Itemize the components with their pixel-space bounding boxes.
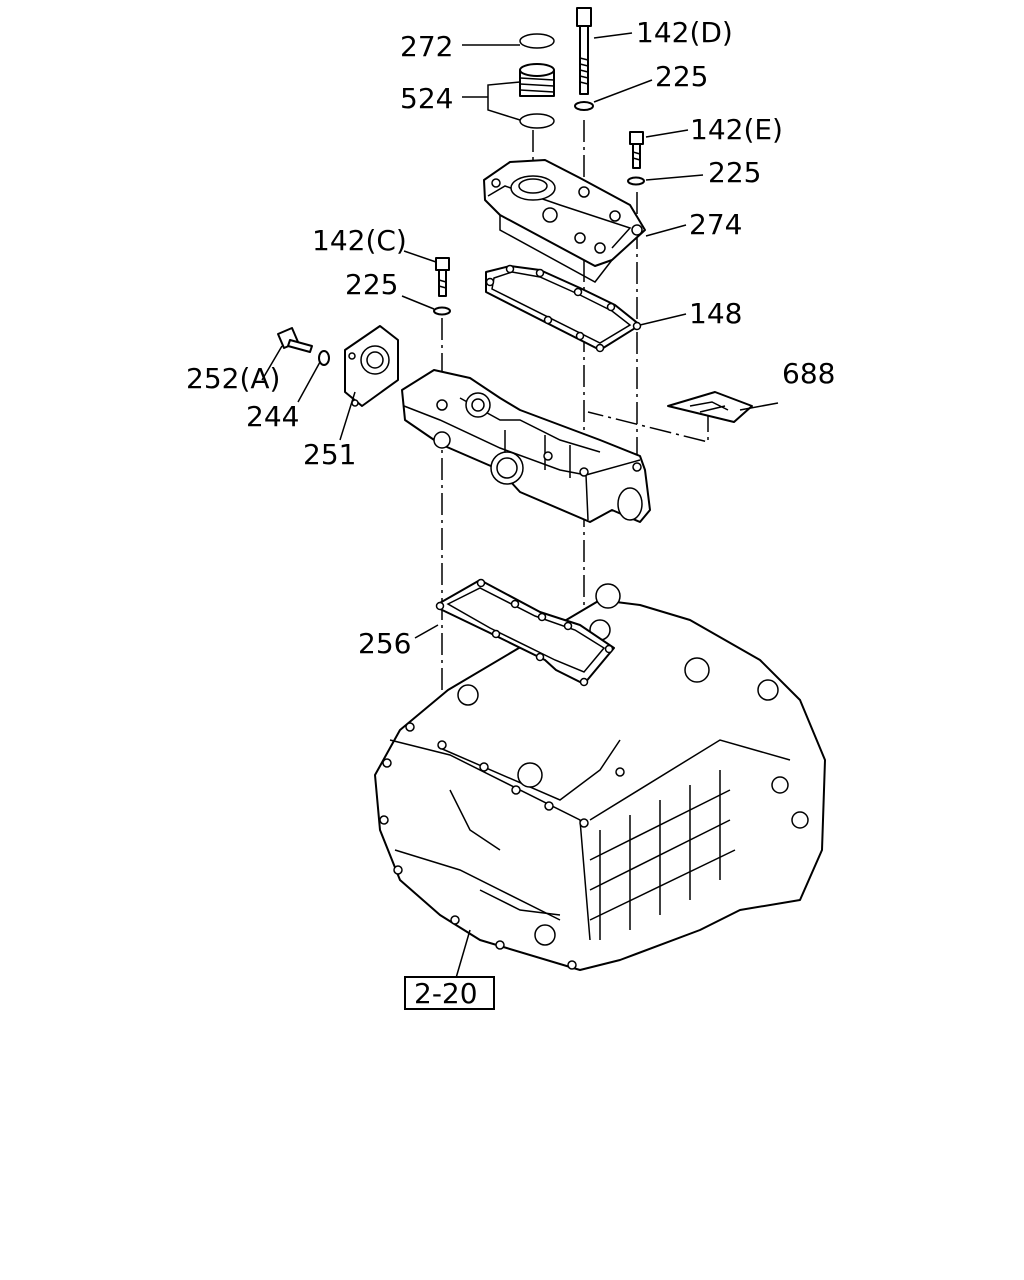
bolt-142e: [629, 131, 644, 169]
part-labels: 272 524 142(D) 225 142(E) 225 274 142(C)…: [186, 16, 835, 1010]
label-142-d: 142(D): [636, 16, 733, 49]
washer-244: [318, 350, 330, 366]
label-142-c: 142(C): [312, 224, 407, 257]
label-272: 272: [400, 30, 453, 63]
top-cover-274: [483, 159, 646, 283]
label-reference-2-20: 2-20: [414, 977, 478, 1010]
plate-688: [667, 391, 753, 423]
label-252-a: 252(A): [186, 362, 280, 395]
transmission-case: [374, 583, 826, 971]
shift-control-housing: [401, 369, 651, 523]
label-225-right: 225: [708, 156, 761, 189]
bolt-252a: [277, 327, 313, 353]
label-256: 256: [358, 627, 411, 660]
label-251: 251: [303, 438, 356, 471]
label-142-e: 142(E): [690, 113, 783, 146]
label-244: 244: [246, 400, 299, 433]
leader-lines: [261, 32, 779, 979]
bolt-142c: [435, 257, 450, 297]
reference-box: [404, 976, 495, 1010]
label-524: 524: [400, 82, 453, 115]
plug-524: [519, 63, 555, 129]
snap-ring-272: [519, 33, 555, 49]
label-225-left: 225: [345, 268, 398, 301]
label-688: 688: [782, 357, 835, 390]
gasket-256: [435, 578, 615, 687]
washer-225-right: [627, 176, 645, 186]
label-225-top: 225: [655, 60, 708, 93]
flange-251: [344, 325, 399, 407]
label-274: 274: [689, 208, 742, 241]
bolt-142d: [576, 7, 592, 95]
washer-225-top: [574, 101, 594, 111]
washer-225-left: [433, 306, 451, 316]
gasket-148: [485, 264, 642, 353]
label-148: 148: [689, 297, 742, 330]
